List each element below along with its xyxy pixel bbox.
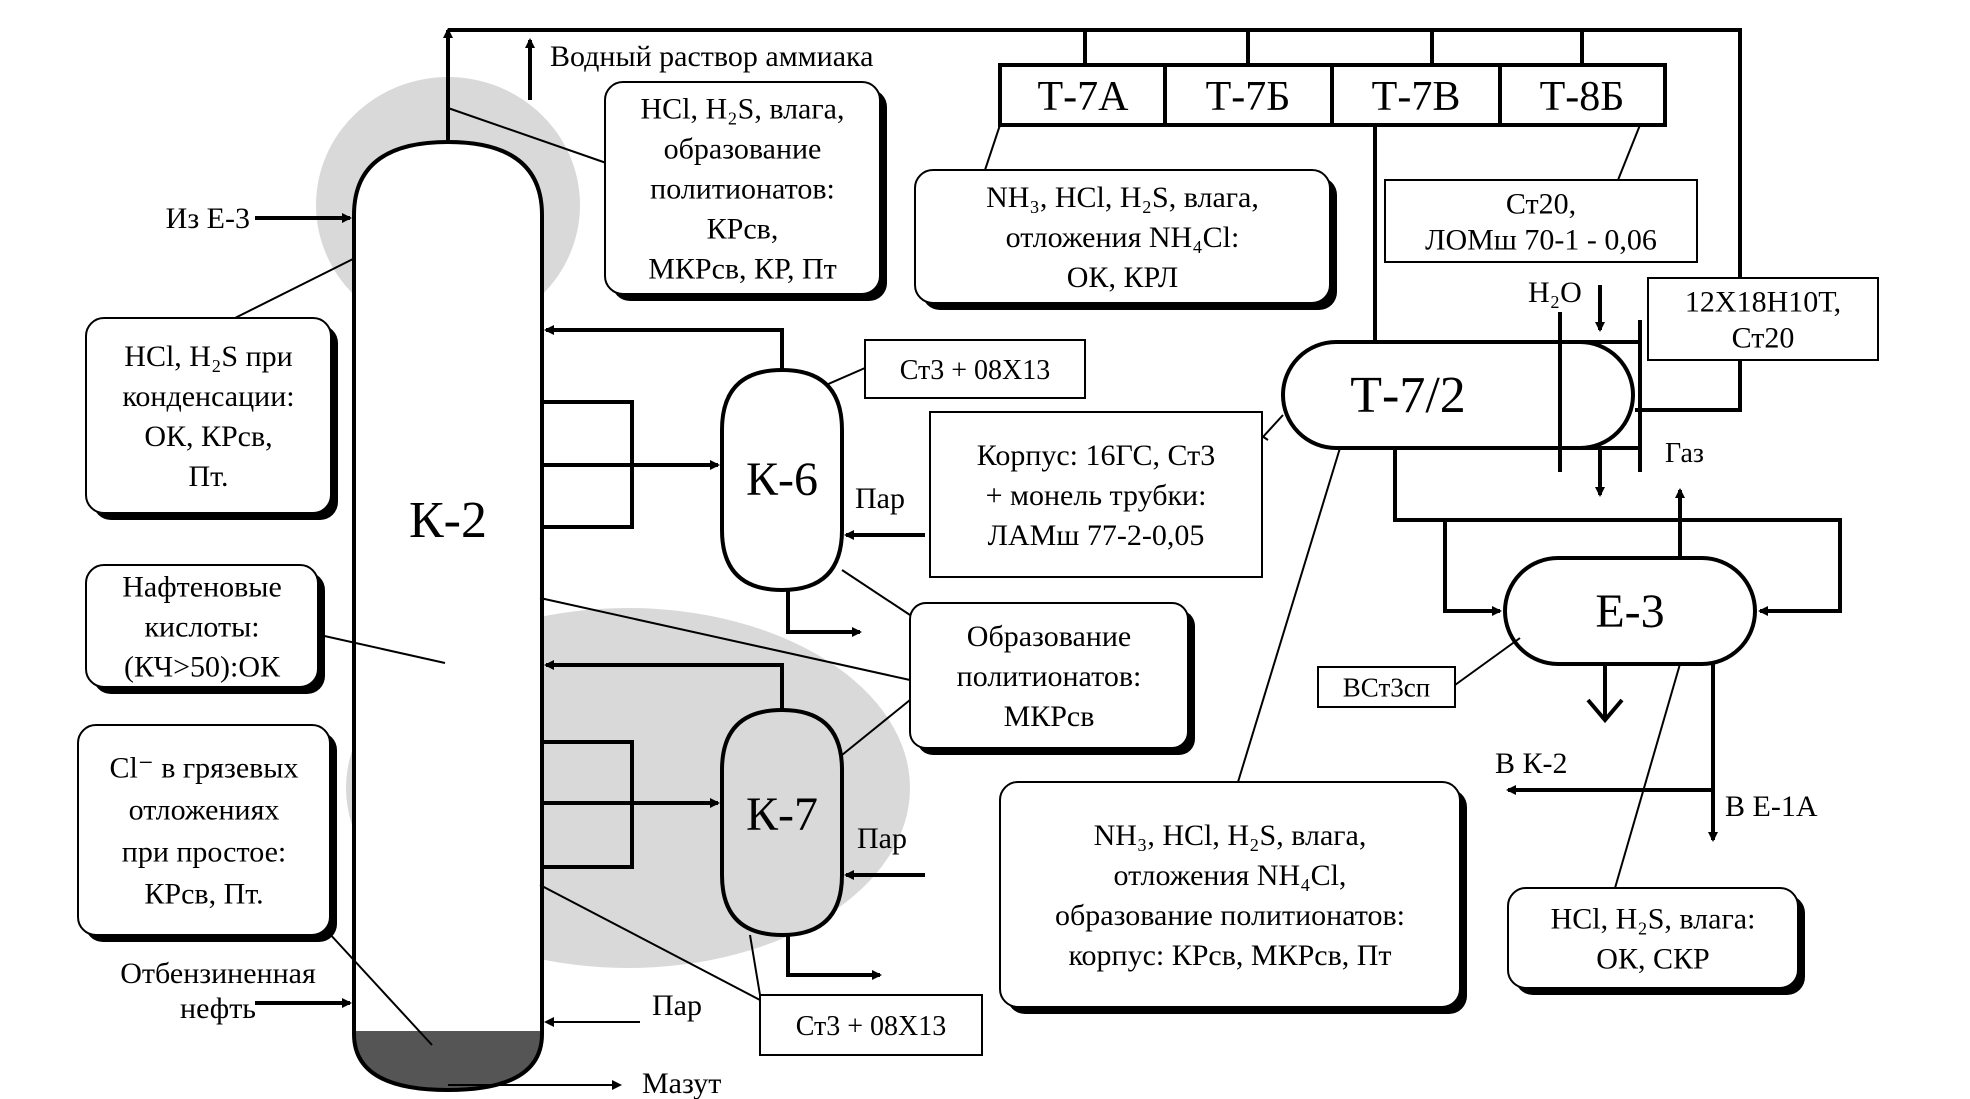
note-t72-material: Корпус: 16ГС, Ст3 + монель трубки: ЛАМш 77… <box>929 411 1263 578</box>
note-condensation: HCl, H₂S при конденсации: ОК, КРсв, Пт. <box>85 317 338 520</box>
note-line: при простое: <box>122 836 286 869</box>
box-frame <box>604 81 881 295</box>
note-line: корпус: КРсв, МКРсв, Пт <box>1068 939 1391 972</box>
ammonia-label: Водный раствор аммиака <box>550 40 873 73</box>
note-line: конденсации: <box>122 380 294 413</box>
water-label: H₂O <box>1528 276 1582 309</box>
separator-e3[interactable]: Е-3 <box>1503 556 1757 666</box>
note-top-left: HCl, H₂S, влага, образование политионатов:… <box>604 81 887 301</box>
to-e1a-label: В Е-1А <box>1725 790 1818 823</box>
t72-label: Т-7/2 <box>1350 367 1466 424</box>
box-frame <box>85 317 332 514</box>
note-line: образование политионатов: <box>1055 899 1405 932</box>
note-line: политионатов: <box>650 173 835 206</box>
box-frame <box>85 564 319 688</box>
note-line: ВСт3сп <box>1343 672 1430 702</box>
box-frame <box>909 602 1189 749</box>
note-line: Ст20, <box>1506 188 1576 221</box>
k2-label: К-2 <box>409 492 487 549</box>
mazut-label: Мазут <box>642 1067 721 1099</box>
box-frame <box>759 994 983 1056</box>
note-exchanger-material: Ст20,ЛОМш 70-1 - 0,06 <box>1384 179 1698 263</box>
k6-label: К-6 <box>746 453 818 506</box>
note-line: (КЧ>50):ОК <box>124 651 281 684</box>
note-line: Корпус: 16ГС, Ст3 <box>977 439 1215 472</box>
k7-label: К-7 <box>746 788 818 841</box>
stripper-k7[interactable]: К-7 <box>720 707 844 938</box>
box-frame <box>1384 179 1698 263</box>
note-line: МКРсв, КР, Пт <box>648 253 837 286</box>
note-line: Ст3 + 08Х13 <box>900 355 1051 386</box>
note-line: Пт. <box>188 460 228 493</box>
note-line: Ст20 <box>1732 322 1795 355</box>
box-frame <box>999 781 1461 1008</box>
e3-label: Е-3 <box>1595 585 1664 638</box>
note-line: HCl, H₂S при <box>124 340 292 373</box>
box-frame <box>77 724 331 936</box>
note-line: Ст3 + 08Х13 <box>796 1011 947 1042</box>
note-line: ОК, СКР <box>1596 943 1709 976</box>
note-line: NH₃, HCl, H₂S, влага, <box>1094 819 1367 852</box>
note-k7-material: Ст3 + 08Х13 <box>759 994 983 1056</box>
exchanger-bank[interactable]: Т-7А Т-7Б Т-7В Т-8Б <box>998 63 1667 127</box>
note-line: ЛАМш 77-2-0,05 <box>988 519 1205 552</box>
note-line: политионатов: <box>957 660 1142 693</box>
note-line: ЛОМш 70-1 - 0,06 <box>1425 224 1657 257</box>
exchanger-t8b: Т-8Б <box>1540 74 1625 120</box>
note-line: отложениях <box>129 794 280 827</box>
to-k2-label: В К-2 <box>1495 747 1568 780</box>
box-frame <box>864 339 1086 399</box>
note-line: образование <box>664 133 822 166</box>
steam-k6-label: Пар <box>855 482 905 515</box>
note-line: КРсв, Пт. <box>144 878 263 911</box>
leader-lines <box>234 107 1681 1046</box>
steam-k7-label: Пар <box>857 822 907 855</box>
exchanger-t7a: Т-7А <box>1038 74 1130 120</box>
residue-fill <box>354 1031 542 1090</box>
annotation-boxes: HCl, H₂S, влага, образование политионатов:… <box>77 81 1879 1056</box>
note-line: Cl⁻ в грязевых <box>110 752 299 785</box>
note-steel-grade: 12Х18Н10Т,Ст20 <box>1647 277 1879 361</box>
box-frame <box>914 169 1331 304</box>
note-line: ОК, КРсв, <box>144 420 272 453</box>
stream-labels: Водный раствор аммиака Из Е-3 Отбензинен… <box>120 40 1818 1099</box>
condenser-t72[interactable]: Т-7/2 <box>1281 340 1635 450</box>
note-line: HCl, H₂S, влага, <box>641 93 845 126</box>
box-frame <box>1647 277 1879 361</box>
exchanger-t7v: Т-7В <box>1372 74 1461 120</box>
note-line: + монель трубки: <box>986 479 1207 512</box>
note-e3-material: ВСт3сп <box>1317 666 1456 708</box>
steam-k2-label: Пар <box>652 989 702 1022</box>
note-chloride: Cl⁻ в грязевых отложениях при простое: КРсв… <box>77 724 337 942</box>
crude-label-2: нефть <box>180 992 256 1025</box>
note-line: HCl, H₂S, влага: <box>1551 903 1756 936</box>
column-k2[interactable]: К-2 <box>352 139 544 1093</box>
note-line: кислоты: <box>144 611 259 644</box>
note-line: отложения NH₄Cl, <box>1114 859 1347 892</box>
note-line: ОК, КРЛ <box>1067 261 1178 294</box>
note-line: МКРсв <box>1004 700 1095 733</box>
note-exchanger-corrosion: NH₃, HCl, H₂S, влага, отложения NH₄Cl: ОК,… <box>914 169 1337 310</box>
note-k6-material: Ст3 + 08Х13 <box>864 339 1086 399</box>
note-line: КРсв, <box>707 213 779 246</box>
gas-label: Газ <box>1665 438 1704 469</box>
box-frame <box>1507 887 1799 989</box>
note-line: отложения NH₄Cl: <box>1006 221 1240 254</box>
note-polythionate: Образование политионатов: МКРсв <box>909 602 1195 755</box>
from-e3-label: Из Е-3 <box>166 202 250 235</box>
note-t72-corrosion: NH₃, HCl, H₂S, влага, отложения NH₄Cl, обр… <box>999 781 1467 1014</box>
note-line: Нафтеновые <box>122 571 282 604</box>
note-naphthenic: Нафтеновые кислоты: (КЧ>50):ОК <box>85 564 325 694</box>
stripper-k6[interactable]: К-6 <box>720 367 844 593</box>
note-line: Образование <box>967 620 1131 653</box>
note-line: NH₃, HCl, H₂S, влага, <box>986 181 1259 214</box>
note-e3-corrosion: HCl, H₂S, влага: ОК, СКР <box>1507 887 1805 995</box>
exchanger-t7b: Т-7Б <box>1206 74 1291 120</box>
process-lines <box>255 28 1842 1090</box>
box-frame <box>1317 666 1456 708</box>
box-frame <box>929 411 1263 578</box>
crude-label-1: Отбензиненная <box>120 957 316 990</box>
note-line: 12Х18Н10Т, <box>1685 286 1841 319</box>
